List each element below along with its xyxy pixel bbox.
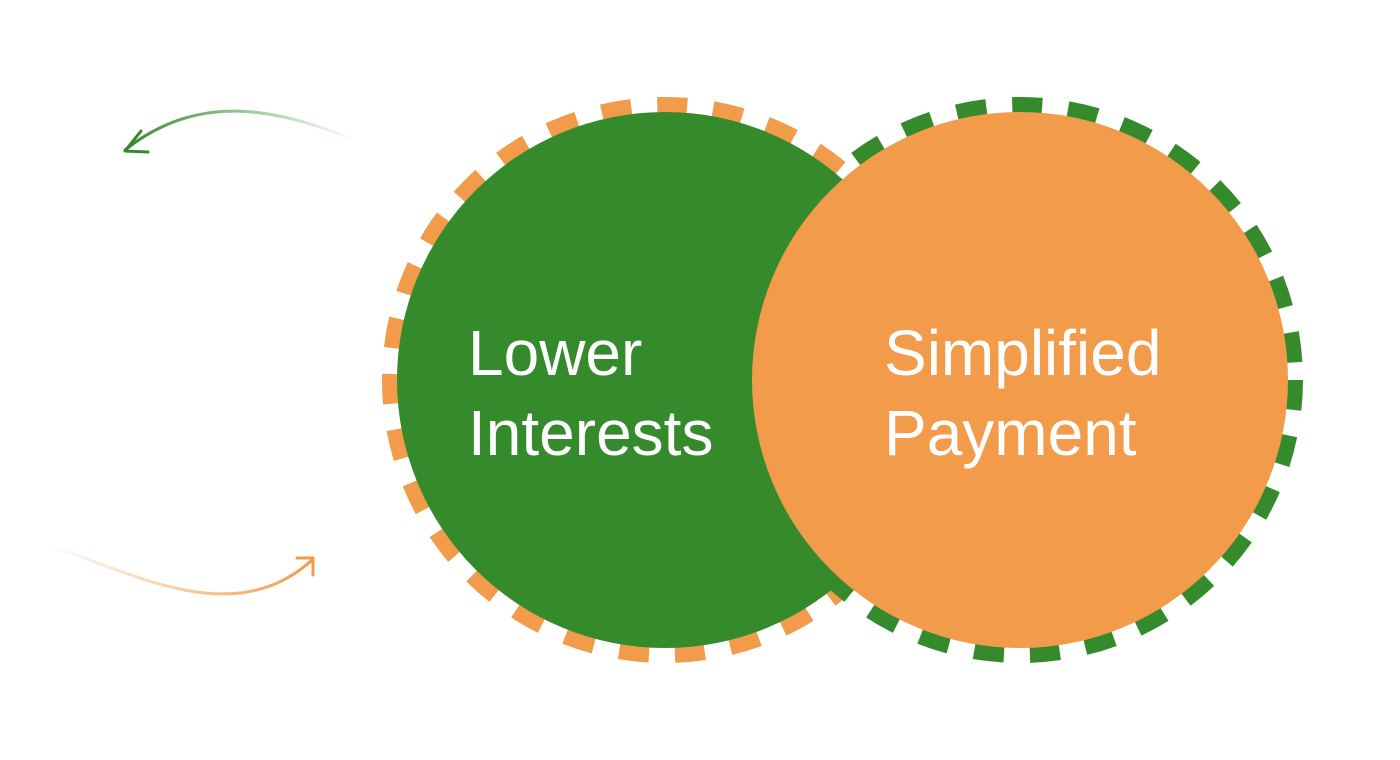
curved-arrow-right-icon xyxy=(43,543,315,596)
right-circle-label: Simplified Payment xyxy=(884,317,1179,469)
right-circle xyxy=(752,112,1288,648)
left-circle-label: Lower Interests xyxy=(468,317,713,469)
curved-arrow-left-icon xyxy=(123,109,357,154)
left-circle-label-line1: Lower xyxy=(468,317,642,389)
right-circle-label-line2: Payment xyxy=(884,397,1137,469)
left-circle-label-line2: Interests xyxy=(468,397,713,469)
right-circle-label-line1: Simplified xyxy=(884,317,1161,389)
